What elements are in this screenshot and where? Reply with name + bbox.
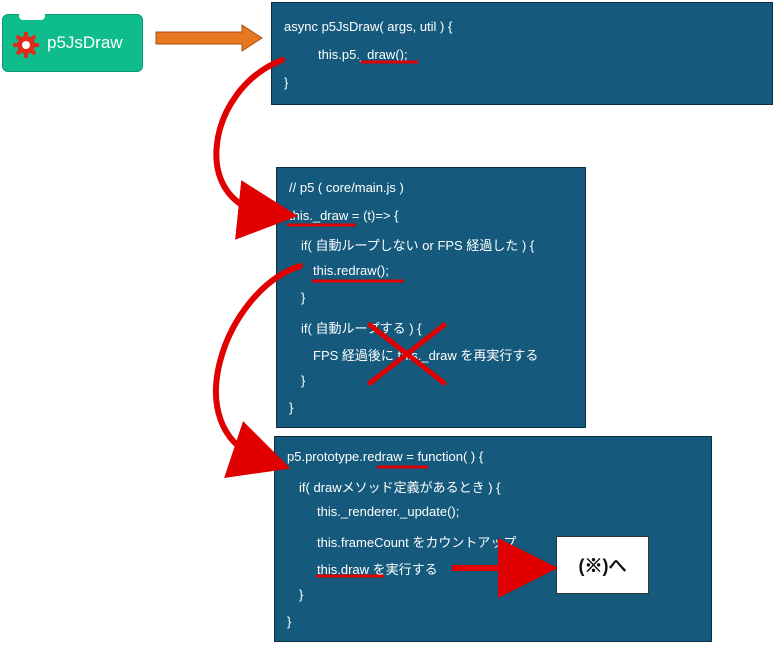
code-line: this._renderer._update(); <box>317 504 460 519</box>
block-label: p5JsDraw <box>47 33 123 52</box>
code-line: this.redraw(); <box>313 263 389 278</box>
reference-note-box: (※)へ <box>556 536 649 594</box>
code-line: } <box>289 400 294 415</box>
gear-icon <box>13 32 39 58</box>
code-line: this._draw = (t)=> { <box>289 208 399 223</box>
code-line: if( 自動ループしない or FPS 経過した ) { <box>301 238 535 253</box>
code-line: async p5JsDraw( args, util ) { <box>284 19 453 34</box>
code-line: } <box>299 587 304 602</box>
code-panel-redraw: p5.prototype.redraw = function( ) { if( … <box>274 436 712 642</box>
code-line: } <box>284 75 289 90</box>
code-line: p5.prototype.redraw = function( ) { <box>287 449 484 464</box>
code-line: FPS 経過後に this._draw を再実行する <box>313 348 539 363</box>
code-panel-p5jsdraw: async p5JsDraw( args, util ) { this.p5._… <box>271 2 773 105</box>
block-notch <box>19 14 45 20</box>
code-panel-main-js: // p5 ( core/main.js ) this._draw = (t)=… <box>276 167 586 428</box>
code-line: this.frameCount をカウントアップ <box>317 535 517 550</box>
code-line: } <box>287 614 292 629</box>
code-comment: // p5 ( core/main.js ) <box>289 180 404 195</box>
p5jsdraw-block: p5JsDraw <box>2 14 143 72</box>
code-line: if( 自動ループする ) { <box>301 321 422 336</box>
code-line: } <box>301 290 306 305</box>
orange-arrow <box>155 24 263 52</box>
code-line: } <box>301 373 306 388</box>
code-line: if( drawメソッド定義があるとき ) { <box>299 480 501 495</box>
reference-note-label: (※)へ <box>578 556 627 576</box>
code-line: this.p5._draw(); <box>318 47 408 62</box>
code-line: this.draw を実行する <box>317 562 438 577</box>
